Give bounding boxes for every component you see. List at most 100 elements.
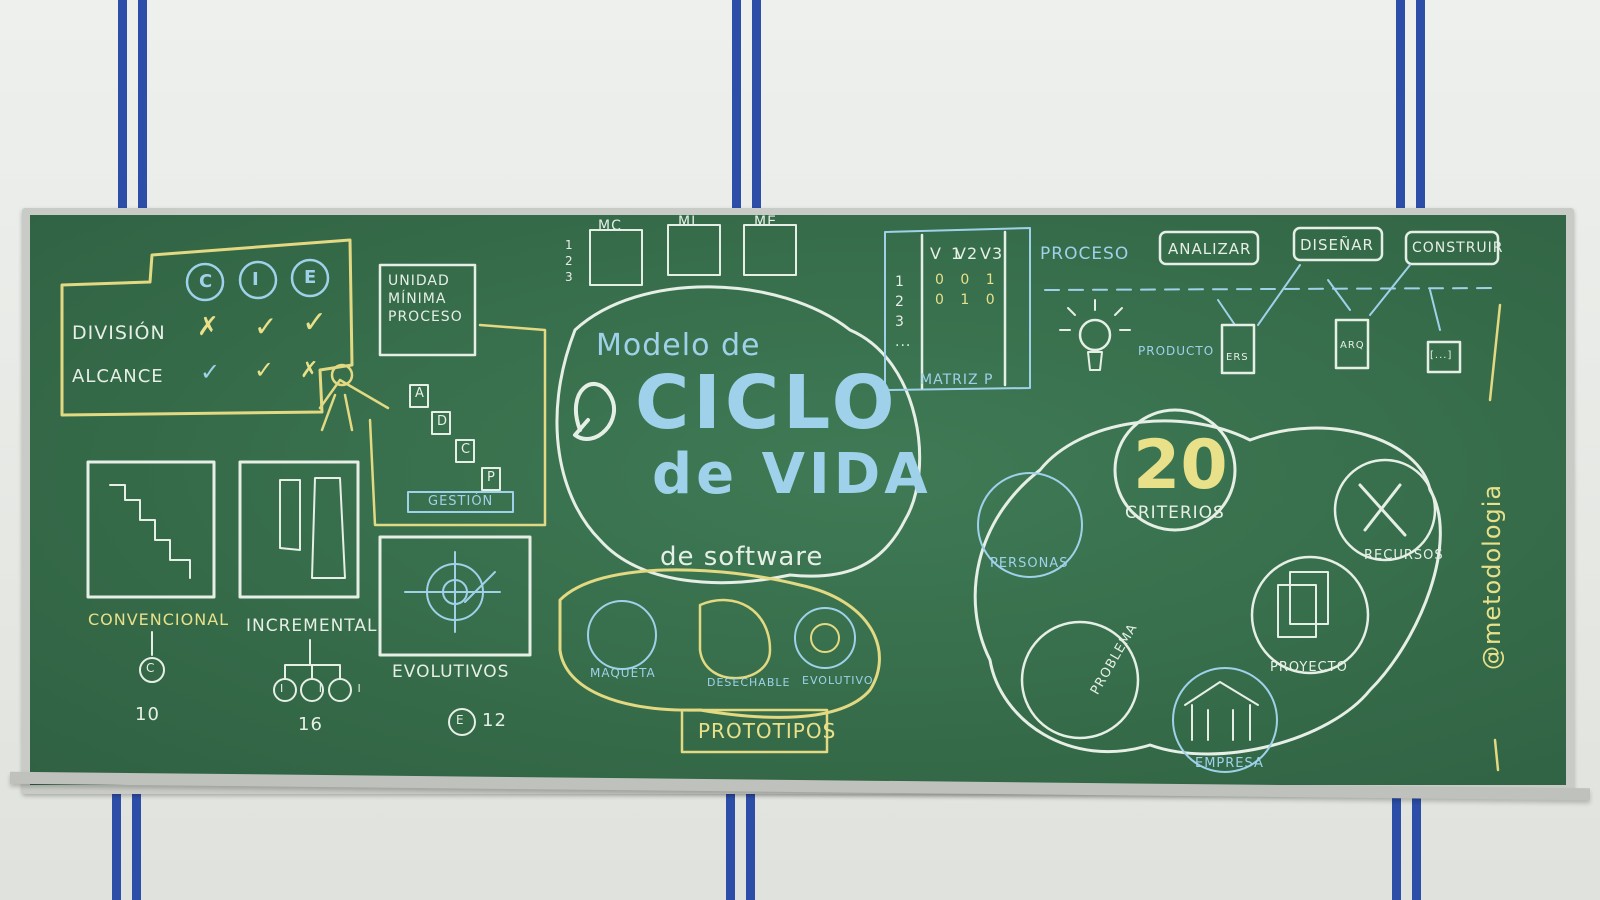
title-line-3: de VIDA (652, 442, 932, 507)
prototype-desechable: DESECHABLE (707, 676, 791, 689)
division-mark-i: ✓ (254, 310, 279, 343)
criteria-number: 20 (1133, 426, 1228, 505)
matrix-me (743, 224, 797, 276)
matrix-p-label: MATRIZ P (920, 372, 994, 388)
division-mark-e: ✓ (302, 305, 329, 340)
matrix-p-row-3: 3 (895, 314, 905, 330)
construir-box (1404, 230, 1500, 266)
wall-stripe (114, 0, 152, 210)
circle-e (290, 258, 330, 298)
alcance-mark-e: ✗ (300, 358, 320, 383)
matrix-p-row-4: ... (895, 334, 912, 350)
unit-box-label: UNIDAD MÍNIMA PROCESO (388, 273, 463, 325)
wall-stripe (108, 790, 146, 900)
model-label-incremental: INCREMENTAL (246, 616, 378, 636)
model-label-evolutivos: EVOLUTIVOS (392, 662, 510, 682)
product-arq: ARQ (1340, 340, 1365, 351)
row-1: 1 (565, 238, 574, 252)
circle-c (185, 262, 225, 302)
col-c: C (199, 271, 214, 292)
matrix-p-header-v1: V1 (930, 244, 972, 263)
matrix-mc-label: MC (598, 218, 622, 234)
matrix-p-header-v2: V2 (955, 244, 979, 263)
gestion-box (407, 491, 514, 513)
matrix-p-frame (884, 227, 1031, 391)
row-label-division: DIVISIÓN (72, 322, 166, 344)
product-more: [...] (1430, 350, 1453, 361)
title-line-4: de software (660, 542, 824, 572)
criteria-label: CRITERIOS (1125, 503, 1225, 523)
model-number-evolutivos: 12 (482, 710, 507, 731)
lightbulb-icon (1078, 318, 1112, 352)
criteria-empresa: EMPRESA (1195, 756, 1264, 771)
model-label-convencional: CONVENCIONAL (88, 610, 230, 629)
step-disenar: DISEÑAR (1300, 236, 1374, 254)
matrix-mc (589, 229, 643, 286)
product-ers: ERS (1226, 352, 1249, 363)
analizar-box (1158, 230, 1260, 266)
matrix-me-label: ME (754, 214, 777, 230)
title-line-1: Modelo de (596, 328, 761, 363)
circle-i (238, 260, 278, 300)
wall-stripe (1388, 790, 1426, 900)
problema-circle (1020, 620, 1140, 740)
model-sub-incremental: I I I (280, 682, 377, 695)
model-number-incremental: 16 (298, 714, 323, 735)
model-sub-evolutivos: E (456, 713, 465, 727)
model-sub-convencional: C (146, 661, 156, 675)
disenar-box (1292, 226, 1384, 262)
alcance-mark-i: ✓ (254, 356, 276, 384)
prototype-maqueta: MAQUETA (590, 666, 656, 680)
gestion-label: GESTIÓN (428, 494, 494, 509)
col-e: E (304, 267, 318, 288)
row-2: 2 (565, 254, 574, 268)
arq-doc (1334, 318, 1370, 370)
wall-stripe (728, 0, 766, 210)
central-cloud (555, 285, 922, 585)
step-d: D (437, 414, 449, 429)
ers-doc (1220, 323, 1256, 375)
division-mark-c: ✗ (197, 312, 220, 342)
step-p: P (487, 470, 496, 485)
wall-stripe (1392, 0, 1430, 210)
signature: @metodologia (1478, 483, 1506, 670)
step-analizar: ANALIZAR (1168, 240, 1252, 258)
step-construir: CONSTRUIR (1412, 240, 1504, 256)
model-number-convencional: 10 (135, 704, 160, 725)
cycle-arrow-icon (573, 382, 617, 441)
convencional-frame (86, 460, 216, 599)
wall-stripe (722, 790, 760, 900)
evolutivos-frame (378, 535, 532, 657)
empresa-circle (1172, 667, 1278, 773)
prototipos-box (680, 708, 829, 754)
criteria-cloud (973, 419, 1442, 756)
recursos-circle (1333, 458, 1437, 562)
matrix-p-cells-2: 0 1 0 (935, 292, 1001, 308)
producto-label: PRODUCTO (1138, 344, 1215, 358)
step-a: A (415, 386, 425, 401)
row-3: 3 (565, 270, 574, 284)
prototype-evolutivo: EVOLUTIVO (802, 674, 874, 687)
row-label-alcance: ALCANCE (72, 366, 164, 387)
matrix-p-row-1: 1 (895, 274, 905, 290)
criteria-recursos: RECURSOS (1364, 548, 1444, 563)
criteria-proyecto: PROYECTO (1270, 660, 1348, 675)
proceso-label: PROCESO (1040, 244, 1130, 264)
matrix-mi (667, 224, 721, 276)
personas-circle (977, 472, 1083, 578)
prototypes-cloud (558, 568, 881, 719)
col-i: I (252, 269, 260, 290)
matrix-mi-label: MI (678, 214, 697, 230)
chalkboard (30, 215, 1566, 785)
alcance-mark-c: ✓ (200, 358, 222, 386)
unit-box (378, 263, 477, 357)
table-outline (60, 238, 354, 417)
step-c: C (461, 442, 472, 457)
proyecto-circle (1250, 555, 1370, 675)
matrix-p-header-v3: V3 (980, 244, 1004, 263)
title-line-2: CICLO (635, 360, 899, 446)
incremental-frame (238, 460, 360, 599)
matrix-p-cells-1: 0 0 1 (935, 272, 1001, 288)
criteria-personas: PERSONAS (990, 556, 1069, 571)
